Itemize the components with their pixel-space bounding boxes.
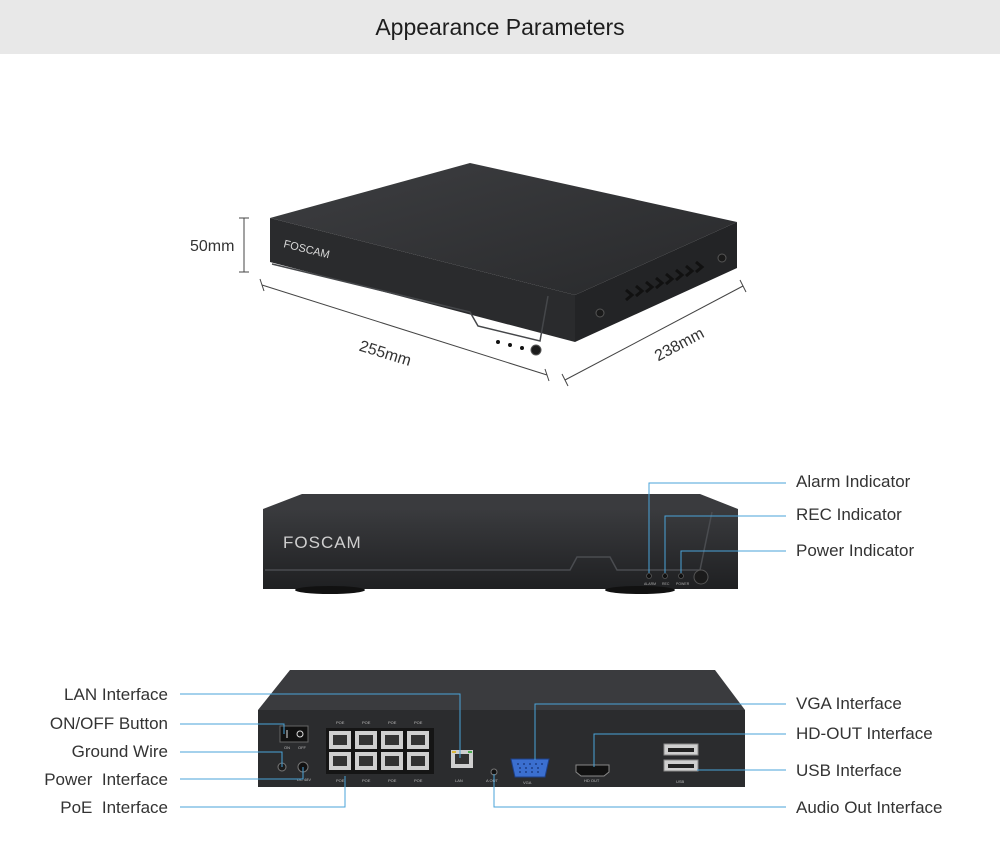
callout-hdout-interface: HD-OUT Interface <box>796 724 933 743</box>
hdmi-port-icon <box>575 764 610 777</box>
callout-lan-interface: LAN Interface <box>64 685 168 704</box>
front-panel <box>263 509 738 589</box>
callout-alarm-indicator: Alarm Indicator <box>796 472 911 491</box>
callout-rec-indicator: REC Indicator <box>796 505 902 524</box>
page-title: Appearance Parameters <box>375 14 625 40</box>
svg-text:POE: POE <box>362 720 371 725</box>
svg-text:POE: POE <box>388 720 397 725</box>
side-vent-icon <box>625 260 705 302</box>
svg-text:POE: POE <box>388 778 397 783</box>
svg-text:VGA: VGA <box>523 780 532 785</box>
front-face <box>270 218 575 342</box>
led-label-power: POWER <box>676 582 690 586</box>
callout-audio-out-interface: Audio Out Interface <box>796 798 943 817</box>
rec-led-icon <box>662 573 668 579</box>
power-led-icon <box>678 573 684 579</box>
callout-poe-interface: PoE Interface <box>60 798 168 817</box>
callout-power-indicator: Power Indicator <box>796 541 915 560</box>
poe-ports <box>326 728 434 774</box>
front-callout-lines <box>648 482 786 573</box>
svg-text:HD OUT: HD OUT <box>584 778 600 783</box>
svg-text:POE: POE <box>414 778 423 783</box>
svg-text:POE: POE <box>336 720 345 725</box>
callout-onoff-button: ON/OFF Button <box>49 714 168 733</box>
side-face <box>575 222 737 342</box>
callout-power-interface: Power Interface <box>44 770 168 789</box>
callout-vga-interface: VGA Interface <box>796 694 902 713</box>
svg-text:POE: POE <box>336 778 345 783</box>
rear-view-device: ON OFF DC 48V POE POE POE POE POE POE PO… <box>258 670 745 787</box>
alarm-led-icon <box>646 573 652 579</box>
front-view-device: FOSCAM ALARM REC POWER <box>263 494 738 594</box>
svg-text:POE: POE <box>414 720 423 725</box>
svg-text:LAN: LAN <box>455 778 463 783</box>
callout-usb-interface: USB Interface <box>796 761 902 780</box>
vga-port-icon <box>510 758 550 778</box>
svg-text:ON: ON <box>284 745 290 750</box>
svg-text:DC 48V: DC 48V <box>297 777 311 782</box>
ir-receiver-icon <box>693 569 709 585</box>
svg-text:USB: USB <box>676 779 685 784</box>
led-label-alarm: ALARM <box>644 582 656 586</box>
top-view-device: FOSCAM <box>270 163 737 356</box>
callout-ground-wire: Ground Wire <box>71 742 168 761</box>
svg-text:OFF: OFF <box>298 745 307 750</box>
front-brand-logo: FOSCAM <box>283 533 362 552</box>
rear-callout-lines <box>180 693 786 808</box>
led-label-rec: REC <box>662 582 670 586</box>
top-surface <box>270 163 737 295</box>
svg-text:A OUT: A OUT <box>486 778 499 783</box>
header-bar <box>0 0 1000 54</box>
dimension-lines <box>239 217 747 387</box>
height-dimension: 50mm <box>190 238 235 255</box>
svg-text:POE: POE <box>362 778 371 783</box>
